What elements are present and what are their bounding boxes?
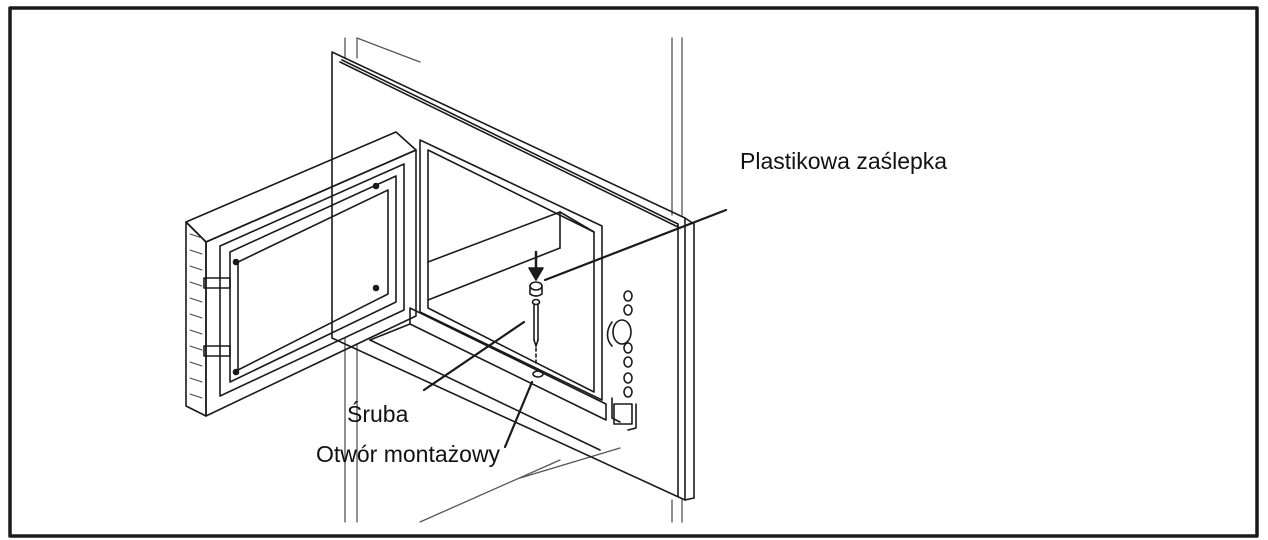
screw-part	[531, 298, 541, 365]
microwave-door	[185, 131, 417, 417]
cabinet-lines	[344, 37, 683, 523]
leader-lines	[422, 208, 728, 449]
mounting-hole-label: Otwór montażowy	[316, 441, 501, 467]
down-arrow-icon	[528, 250, 544, 281]
screw-label: Śruba	[347, 401, 409, 427]
control-panel	[606, 290, 637, 431]
microwave-body	[331, 51, 695, 501]
plastic-cap-label: Plastikowa zaślepka	[740, 148, 948, 174]
outer-border	[8, 6, 1259, 538]
plastic-cap-part	[529, 281, 543, 297]
mounting-hole-part	[532, 370, 544, 378]
